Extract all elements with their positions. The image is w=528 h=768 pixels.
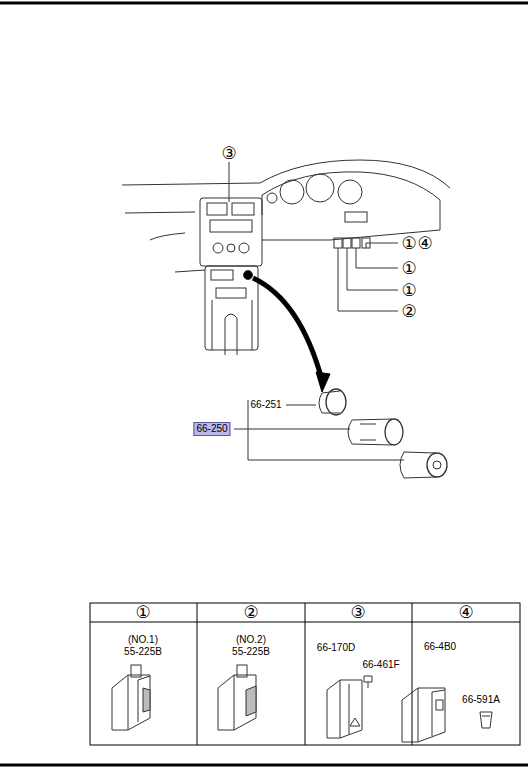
callout-number: ② bbox=[401, 303, 416, 320]
part-number: 66-461F bbox=[362, 660, 399, 670]
part-number: 66-4B0 bbox=[424, 642, 456, 652]
part-number: 55-225B bbox=[232, 647, 270, 657]
part-number: 66-251 bbox=[250, 400, 281, 410]
callout-number: ③ bbox=[221, 145, 236, 162]
table-header: ④ bbox=[458, 604, 473, 621]
table-header: ③ bbox=[350, 604, 365, 621]
part-number-highlighted: 66-250 bbox=[193, 422, 230, 436]
table-header: ② bbox=[243, 604, 258, 621]
part-number: (NO.1) bbox=[128, 635, 158, 645]
callout-number: ④ bbox=[417, 235, 432, 252]
part-number: (NO.2) bbox=[236, 635, 266, 645]
part-number: 66-591A bbox=[462, 695, 500, 705]
table-header: ① bbox=[135, 604, 150, 621]
part-number: 66-170D bbox=[317, 643, 355, 653]
part-number: 55-225B bbox=[124, 647, 162, 657]
callout-number: ① bbox=[401, 282, 416, 299]
callout-number: ① bbox=[401, 235, 416, 252]
callout-number: ① bbox=[401, 260, 416, 277]
